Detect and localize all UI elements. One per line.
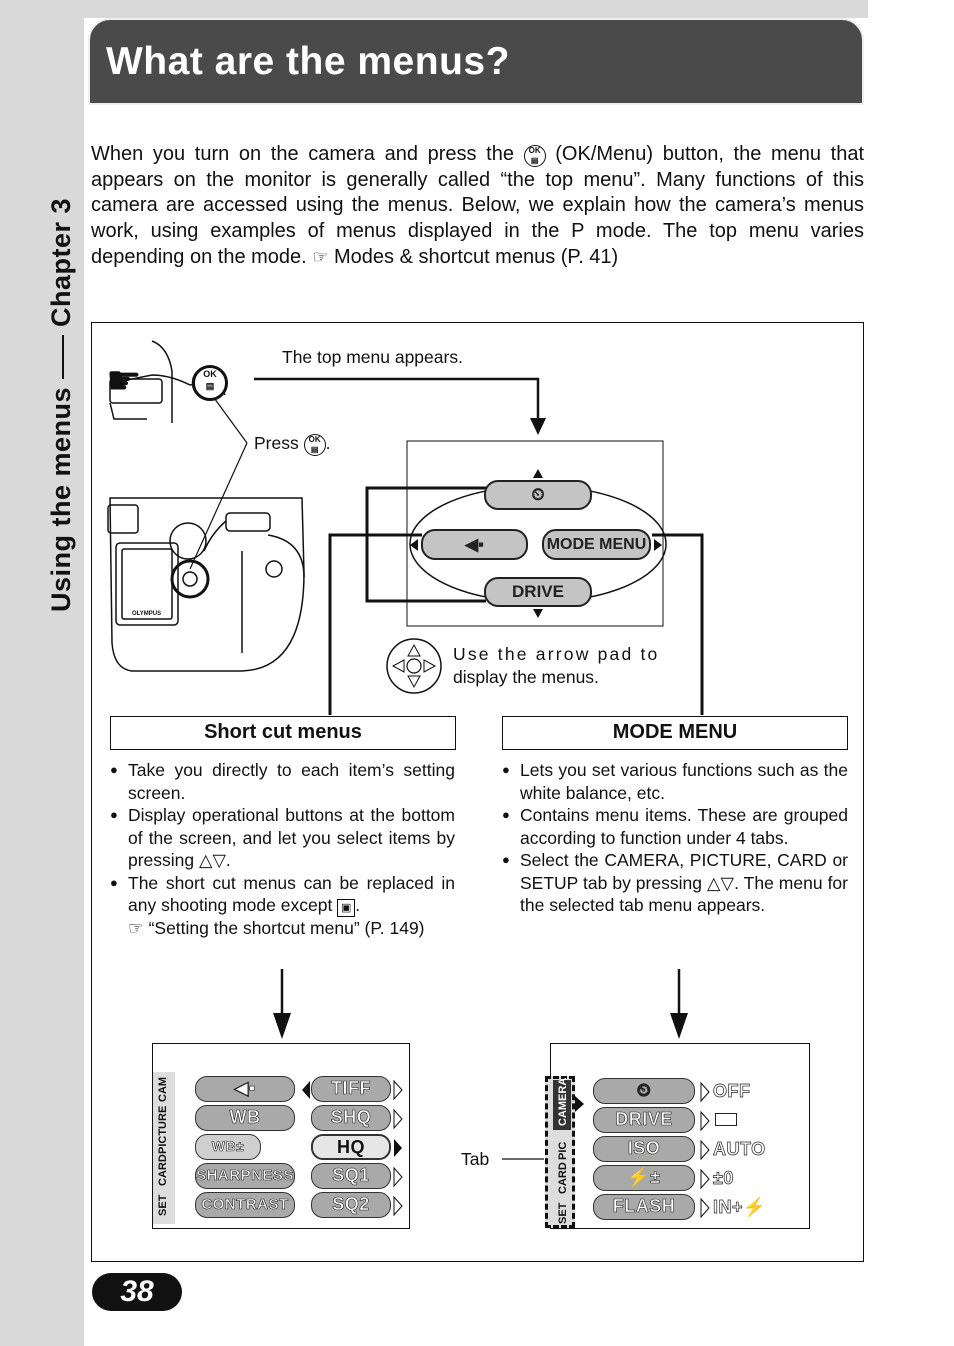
self-timer-icon: ⏲ (531, 485, 545, 504)
intro-text-3: Modes & shortcut menus (P. 41) (334, 245, 619, 268)
reference-hand-icon: ☞ (312, 246, 329, 267)
tab-camera[interactable]: CAMERA (557, 1077, 569, 1126)
active-tab-arrow (575, 1096, 584, 1112)
mode-menu-bullets: Lets you set various functions such as t… (502, 759, 848, 917)
active-tab (553, 1080, 571, 1130)
tab-picture[interactable]: PICTURE (157, 1105, 169, 1154)
menu-item-contrast[interactable]: CONTRAST (195, 1192, 295, 1218)
tab-set[interactable]: SET (557, 1202, 569, 1224)
title-banner: What are the menus? (88, 18, 864, 105)
tab-callout-label: Tab (461, 1149, 490, 1169)
tab-card[interactable]: CARD (157, 1154, 169, 1186)
camera-ok-button[interactable]: OK▤ (192, 365, 228, 401)
arrow-pad-text-2: display the menus. (453, 667, 599, 687)
press-caption: Press OK▤. (254, 433, 331, 456)
tab-set[interactable]: SET (157, 1194, 169, 1216)
shortcut-bullets: Take you directly to each item’s setting… (110, 759, 455, 940)
value-auto: AUTO (713, 1139, 766, 1160)
option-hq[interactable]: HQ (311, 1134, 391, 1160)
camera-brand-logo: OLYMPUS (132, 611, 162, 617)
diagram-panel: The top menu appears. Press OK▤. ☛ OK▤ O… (91, 322, 864, 1262)
page-title: What are the menus? (106, 40, 510, 83)
ok-button-icon: OK▤ (303, 434, 326, 456)
value-in-plus: IN+⚡ (713, 1197, 766, 1218)
top-menu-appears-caption: The top menu appears. (282, 347, 463, 367)
diagram-lines (107, 340, 704, 1160)
side-label-section: Using the menus (46, 386, 76, 612)
top-menu-drive[interactable]: DRIVE (484, 577, 592, 607)
tab-cam[interactable]: CAM (157, 1076, 169, 1102)
intro-paragraph: When you turn on the camera and press th… (91, 142, 864, 271)
self-timer-icon: ⏲ (636, 1080, 652, 1101)
option-sq1[interactable]: SQ1 (311, 1163, 391, 1189)
value-arrows (700, 1081, 710, 1219)
pressing-hand-icon: ☛ (106, 359, 142, 403)
menu-item-drive[interactable]: DRIVE (593, 1107, 695, 1133)
intro-text-1: When you turn on the camera and press th… (91, 143, 514, 165)
mode-menu-screen: CAMERA PIC CARD SET ⏲ DRIVE ISO ⚡± FLASH… (545, 1043, 810, 1229)
external-flash-icon: ⚡ (743, 1197, 766, 1218)
menu-item-self-timer[interactable]: ⏲ (593, 1078, 695, 1104)
quality-icon: ◀▪ (234, 1078, 256, 1099)
menu-item-flash-intensity[interactable]: ⚡± (593, 1165, 695, 1191)
movie-mode-icon: ▣ (337, 899, 356, 917)
mode-menu-heading: MODE MENU (502, 716, 848, 750)
ok-menu-icon: OK▤ (523, 145, 546, 167)
shortcut-menus-heading: Short cut menus (110, 716, 456, 750)
menu-item-quality[interactable]: ◀▪ (195, 1076, 295, 1102)
tab-strip (153, 1072, 175, 1224)
tab-pic[interactable]: PIC (557, 1141, 569, 1160)
menu-item-flash[interactable]: FLASH (593, 1194, 695, 1220)
reference-hand-icon: ☞ (128, 918, 144, 938)
page-number: 38 (92, 1273, 182, 1311)
value-zero: ±0 (713, 1168, 734, 1189)
list-item: Display operational buttons at the botto… (110, 804, 455, 872)
top-strip (84, 0, 868, 18)
single-frame-icon (715, 1113, 737, 1126)
menu-item-wb[interactable]: WB (195, 1105, 295, 1131)
intro-text-2: (OK/Menu) button, the menu that appears … (91, 143, 865, 268)
list-item: Select the CAMERA, PICTURE, CARD or SETU… (502, 849, 848, 917)
option-sq2[interactable]: SQ2 (311, 1192, 391, 1218)
arrow-pad-text-1: Use the arrow pad to (453, 644, 660, 664)
chapter-side-label: Using the menus Chapter 3 (46, 198, 77, 612)
left-margin-bar (0, 0, 84, 1346)
list-item: Contains menu items. These are grouped a… (502, 804, 848, 849)
side-label-chapter: Chapter 3 (46, 197, 76, 327)
top-menu-mode-menu[interactable]: MODE MENU (542, 529, 651, 560)
shortcut-menu-screen: CAM PICTURE CARD SET ◀▪ WB WB± SHARPNESS… (152, 1043, 410, 1229)
top-menu-self-timer[interactable]: ⏲ (484, 480, 592, 510)
value-off: OFF (713, 1081, 751, 1102)
menu-item-iso[interactable]: ISO (593, 1136, 695, 1162)
list-item: Take you directly to each item’s setting… (110, 759, 455, 804)
list-item: The short cut menus can be replaced in a… (110, 872, 455, 940)
option-shq[interactable]: SHQ (311, 1105, 391, 1131)
flash-intensity-icon: ⚡± (627, 1167, 661, 1188)
menu-item-sharpness[interactable]: SHARPNESS (195, 1163, 295, 1189)
top-menu-quality[interactable]: ◀▪ (421, 529, 528, 560)
tab-card[interactable]: CARD (557, 1162, 569, 1194)
list-item: Lets you set various functions such as t… (502, 759, 848, 804)
option-arrows (302, 1079, 403, 1217)
quality-icon: ◀▪ (464, 535, 485, 554)
option-tiff[interactable]: TIFF (311, 1076, 391, 1102)
menu-item-wb-adjust[interactable]: WB± (195, 1134, 261, 1160)
